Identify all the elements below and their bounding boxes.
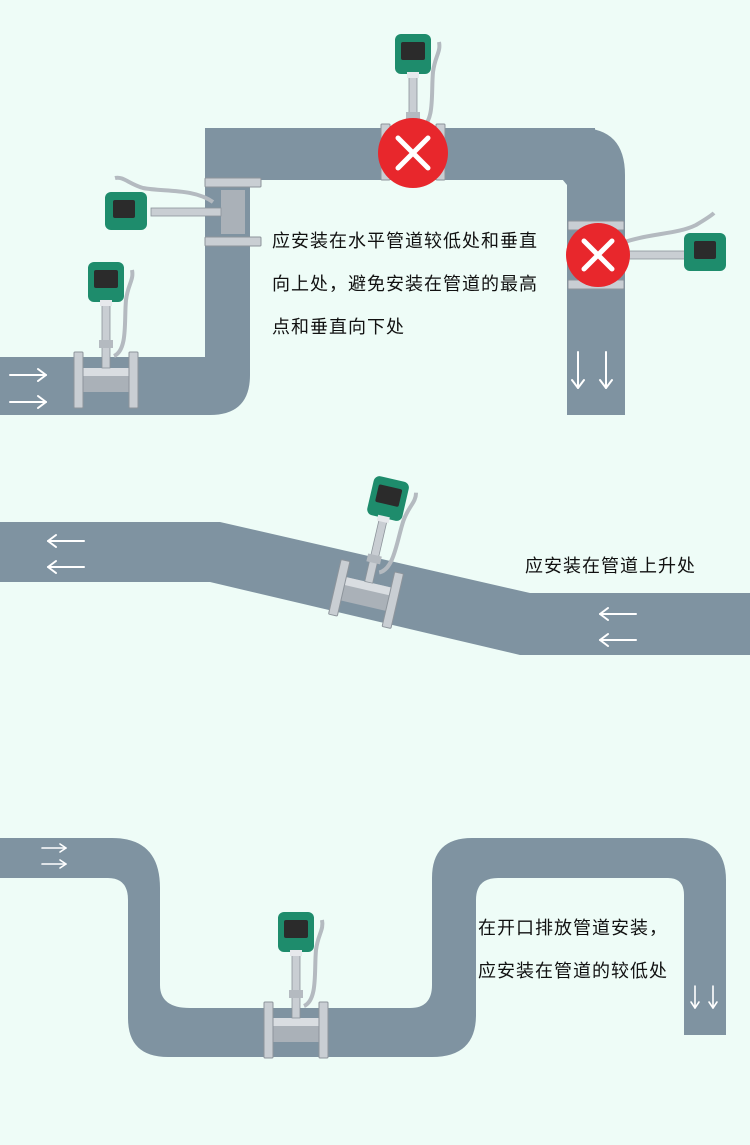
section-2-right-arrows (599, 607, 637, 647)
flowmeter-inlet-vertical (72, 260, 140, 410)
caption-section-3: 在开口排放管道安装， 应安装在管道的较低处 (478, 907, 668, 993)
section-3-outlet-arrows (690, 985, 718, 1009)
forbidden-mark-down (566, 223, 630, 287)
section-1-outlet-arrows (571, 351, 613, 389)
pipe-u-drain (0, 838, 726, 1057)
section-2-left-arrows (47, 534, 85, 574)
caption-section-3-line-2: 应安装在管道的较低处 (478, 961, 668, 982)
inlet-arrow-1-head (37, 368, 47, 382)
caption-section-1-line-3: 点和垂直向下处 (272, 317, 405, 338)
outlet-arrow-1-head (571, 379, 585, 389)
caption-section-2: 应安装在管道上升处 (525, 552, 696, 578)
inlet-arrow-2-head (37, 395, 47, 409)
pipe-inlet-run (0, 128, 595, 415)
outlet-arrow-2-head (599, 379, 613, 389)
caption-section-1-line-1: 应安装在水平管道较低处和垂直 (272, 231, 538, 252)
caption-section-1: 应安装在水平管道较低处和垂直 向上处，避免安装在管道的最高 点和垂直向下处 (272, 220, 538, 349)
flowmeter-drain (262, 910, 330, 1060)
section-3-pipes (0, 838, 726, 1057)
section-3-inlet-arrows (41, 843, 67, 869)
caption-section-3-line-1: 在开口排放管道安装， (478, 918, 668, 939)
caption-section-1-line-2: 向上处，避免安装在管道的最高 (272, 274, 538, 295)
caption-section-2-line-1: 应安装在管道上升处 (525, 556, 696, 577)
forbidden-mark-top (378, 118, 448, 188)
section-1-inlet-arrows (9, 368, 47, 409)
